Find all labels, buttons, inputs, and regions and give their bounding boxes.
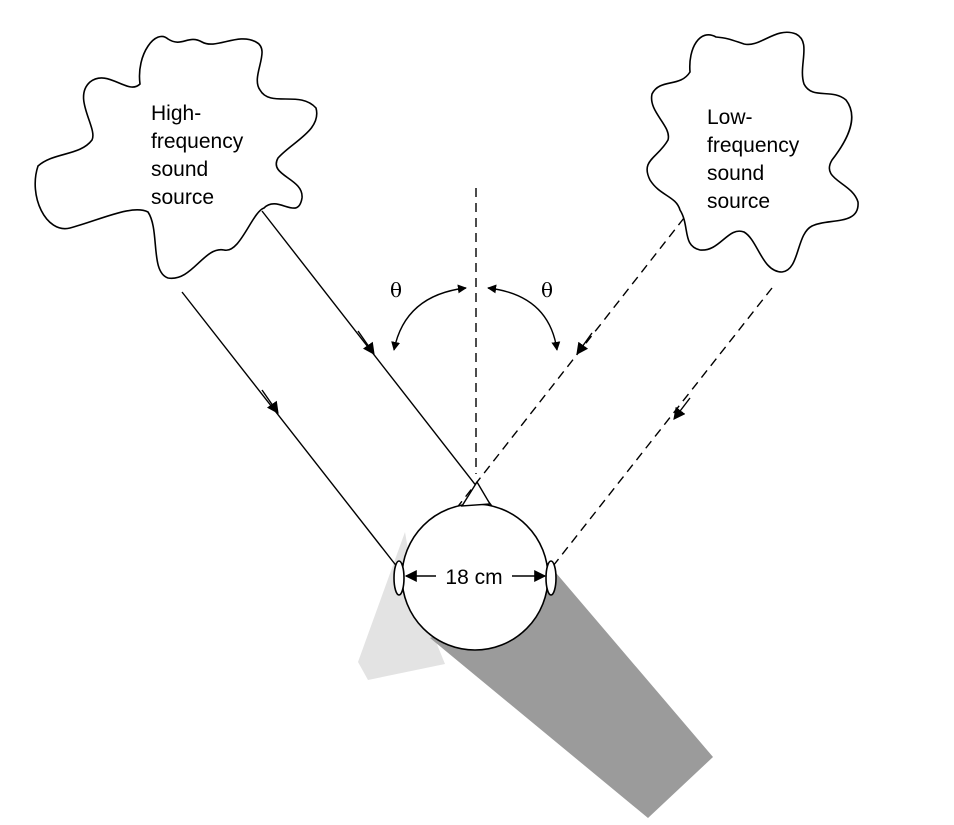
angle-arc-left <box>391 284 467 351</box>
low-ray-to-right-ear <box>552 287 773 567</box>
high-ray-arrow-2 <box>357 330 375 355</box>
low-frequency-source-label: Low- frequency sound source <box>707 106 805 213</box>
angle-label-right: θ <box>541 278 553 302</box>
light-sound-shadow <box>358 532 445 680</box>
high-ray-arrow-1 <box>261 389 279 414</box>
angle-arc-right <box>487 284 561 351</box>
high-frequency-cloud <box>34 35 318 279</box>
high-label-line-4: source <box>151 186 214 209</box>
head-width-label: 18 cm <box>445 566 502 589</box>
low-ray-arrow-2 <box>673 397 691 420</box>
angle-label-left: θ <box>390 278 402 302</box>
low-label-line-3: sound <box>707 162 764 185</box>
low-label-line-1: Low- <box>707 106 753 129</box>
right-ear <box>545 560 557 596</box>
high-frequency-source-label: High- frequency sound source <box>151 102 249 209</box>
left-ear <box>393 560 405 596</box>
low-label-line-2: frequency <box>707 134 800 157</box>
high-label-line-2: frequency <box>151 130 244 153</box>
high-label-line-3: sound <box>151 158 208 181</box>
high-label-line-1: High- <box>151 102 201 125</box>
high-ray-to-left-ear <box>181 291 399 569</box>
low-frequency-cloud <box>646 31 859 273</box>
nose <box>460 480 492 507</box>
low-label-line-4: source <box>707 190 770 213</box>
low-ray-arrow-1 <box>576 332 593 355</box>
